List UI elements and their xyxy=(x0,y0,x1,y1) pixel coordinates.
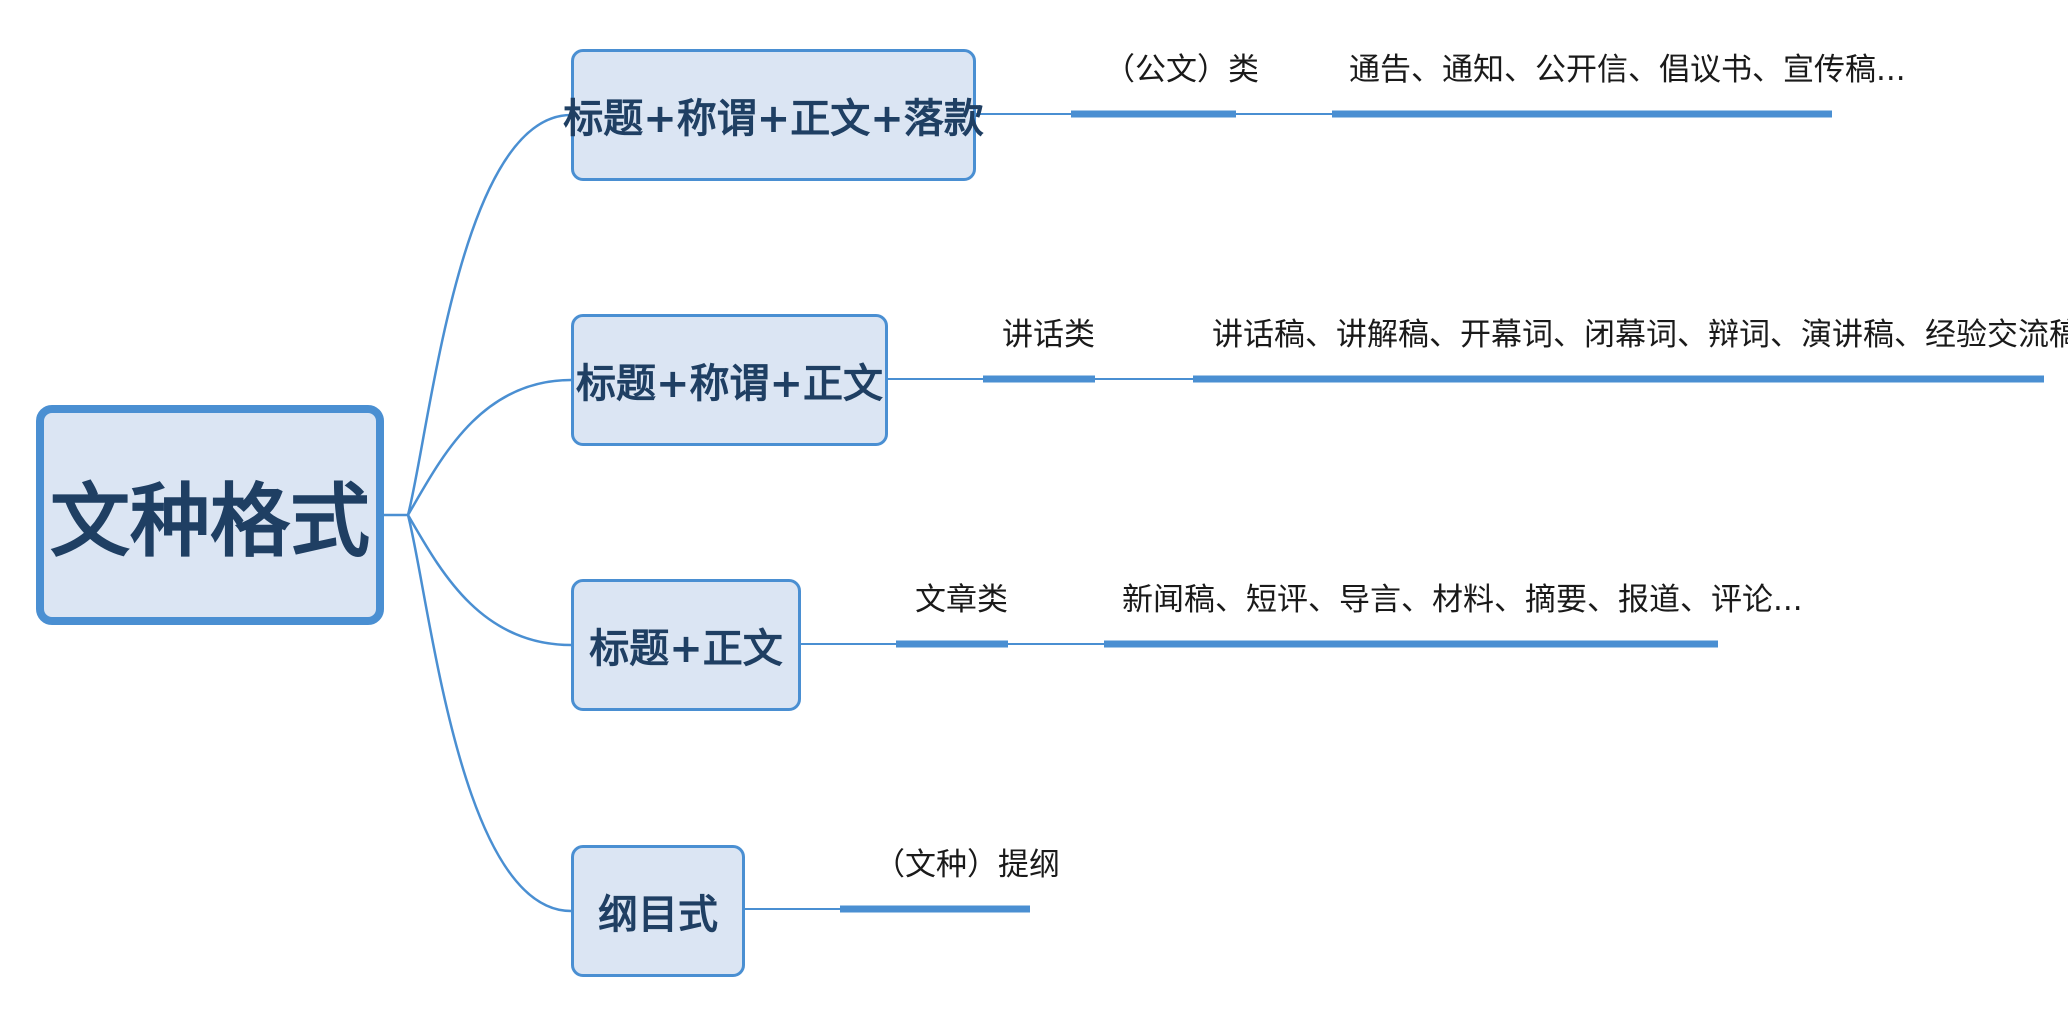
branch-2-category[interactable]: 讲话类 xyxy=(1002,317,1095,353)
branch-1-examples[interactable]: 通告、通知、公开信、倡议书、宣传稿... xyxy=(1349,52,1906,88)
branch-node-2[interactable]: 标题+称谓+正文 xyxy=(571,314,888,446)
connector-branch-3 xyxy=(406,514,572,647)
branch-4-category[interactable]: （文种）提纲 xyxy=(874,847,1060,883)
branch-3-label: 标题+正文 xyxy=(589,626,783,672)
branch-node-4[interactable]: 纲目式 xyxy=(571,845,745,977)
branch-1-category[interactable]: （公文）类 xyxy=(1104,52,1259,88)
branch-2-examples[interactable]: 讲话稿、讲解稿、开幕词、闭幕词、辩词、演讲稿、经验交流稿... xyxy=(1212,317,2068,353)
root-node[interactable]: 文种格式 xyxy=(36,405,384,625)
connector-branch-1 xyxy=(406,113,572,516)
root-label: 文种格式 xyxy=(50,475,370,568)
branch-2-label: 标题+称谓+正文 xyxy=(575,361,884,407)
branch-4-label: 纲目式 xyxy=(598,892,718,938)
branch-3-examples[interactable]: 新闻稿、短评、导言、材料、摘要、报道、评论... xyxy=(1122,582,1803,618)
connector-branch-4 xyxy=(406,514,572,913)
branch-node-3[interactable]: 标题+正文 xyxy=(571,579,801,711)
branch-3-category[interactable]: 文章类 xyxy=(915,582,1008,618)
branch-node-1[interactable]: 标题+称谓+正文+落款 xyxy=(563,49,984,181)
connector-branch-2 xyxy=(406,378,572,516)
branch-1-label: 标题+称谓+正文+落款 xyxy=(563,96,984,142)
